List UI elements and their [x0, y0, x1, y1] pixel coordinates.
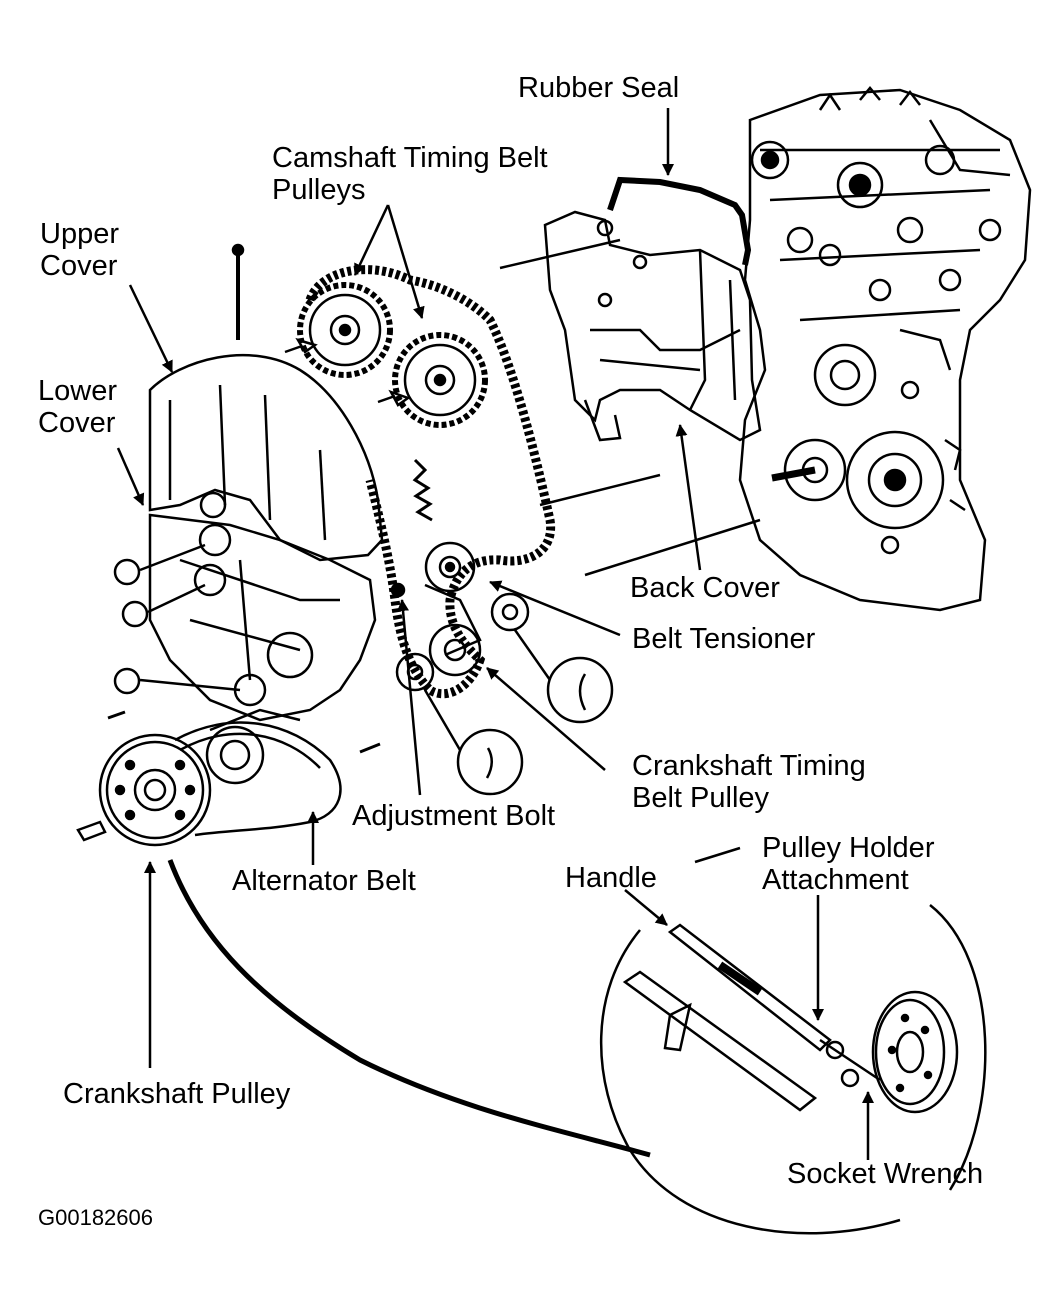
label-pulley-holder-line2: Attachment — [762, 864, 909, 896]
o-ring-callouts — [456, 656, 614, 796]
tensioner-spring — [412, 458, 433, 522]
label-pulley-holder-line1: Pulley Holder — [762, 832, 935, 864]
label-camshaft-pulleys-line2: Pulleys — [272, 174, 366, 206]
label-camshaft-pulleys-line1: Camshaft Timing Belt — [272, 142, 548, 174]
cover-grommets — [113, 558, 149, 695]
label-back-cover: Back Cover — [630, 572, 780, 604]
rubber-seal-strip — [607, 176, 752, 266]
label-crankshaft-timing-line1: Crankshaft Timing — [632, 750, 866, 782]
label-socket-wrench: Socket Wrench — [787, 1158, 984, 1190]
detail-pulley — [871, 990, 959, 1114]
detail-circle — [600, 904, 987, 1235]
belt-tensioner-pulley — [424, 541, 482, 657]
label-lower-cover-line1: Lower — [38, 375, 117, 407]
camshaft-pulley-bolts — [284, 337, 411, 407]
crankshaft-pulley — [98, 733, 212, 847]
crankshaft-timing-pulley — [428, 623, 482, 677]
engine-block — [738, 86, 1032, 612]
label-crankshaft-timing-line2: Belt Pulley — [632, 782, 770, 814]
label-upper-cover-line1: Upper — [40, 218, 119, 250]
label-adjustment-bolt: Adjustment Bolt — [352, 800, 556, 832]
label-lower-cover-line2: Cover — [38, 407, 116, 439]
plain-leaders — [139, 238, 761, 864]
crankshaft-bolt — [76, 820, 107, 842]
washers — [390, 582, 530, 692]
label-handle: Handle — [565, 862, 657, 894]
label-belt-tensioner: Belt Tensioner — [632, 623, 816, 655]
camshaft-pulley-left — [297, 282, 393, 378]
upper-cover — [148, 243, 384, 562]
label-crankshaft-pulley: Crankshaft Pulley — [63, 1078, 291, 1110]
camshaft-pulley-right — [392, 332, 488, 428]
lower-cover — [148, 513, 377, 722]
leader-arrows — [116, 108, 874, 1160]
label-upper-cover-line2: Cover — [40, 250, 118, 282]
back-cover — [543, 210, 762, 442]
pulley-holder-tool — [622, 923, 881, 1112]
label-rubber-seal: Rubber Seal — [518, 72, 680, 104]
alternator-belt — [174, 708, 342, 837]
detail-lead-line — [167, 859, 651, 1158]
figure-id-code: G00182606 — [38, 1205, 153, 1230]
label-alternator-belt: Alternator Belt — [232, 865, 416, 897]
mount-bolt — [107, 710, 381, 754]
